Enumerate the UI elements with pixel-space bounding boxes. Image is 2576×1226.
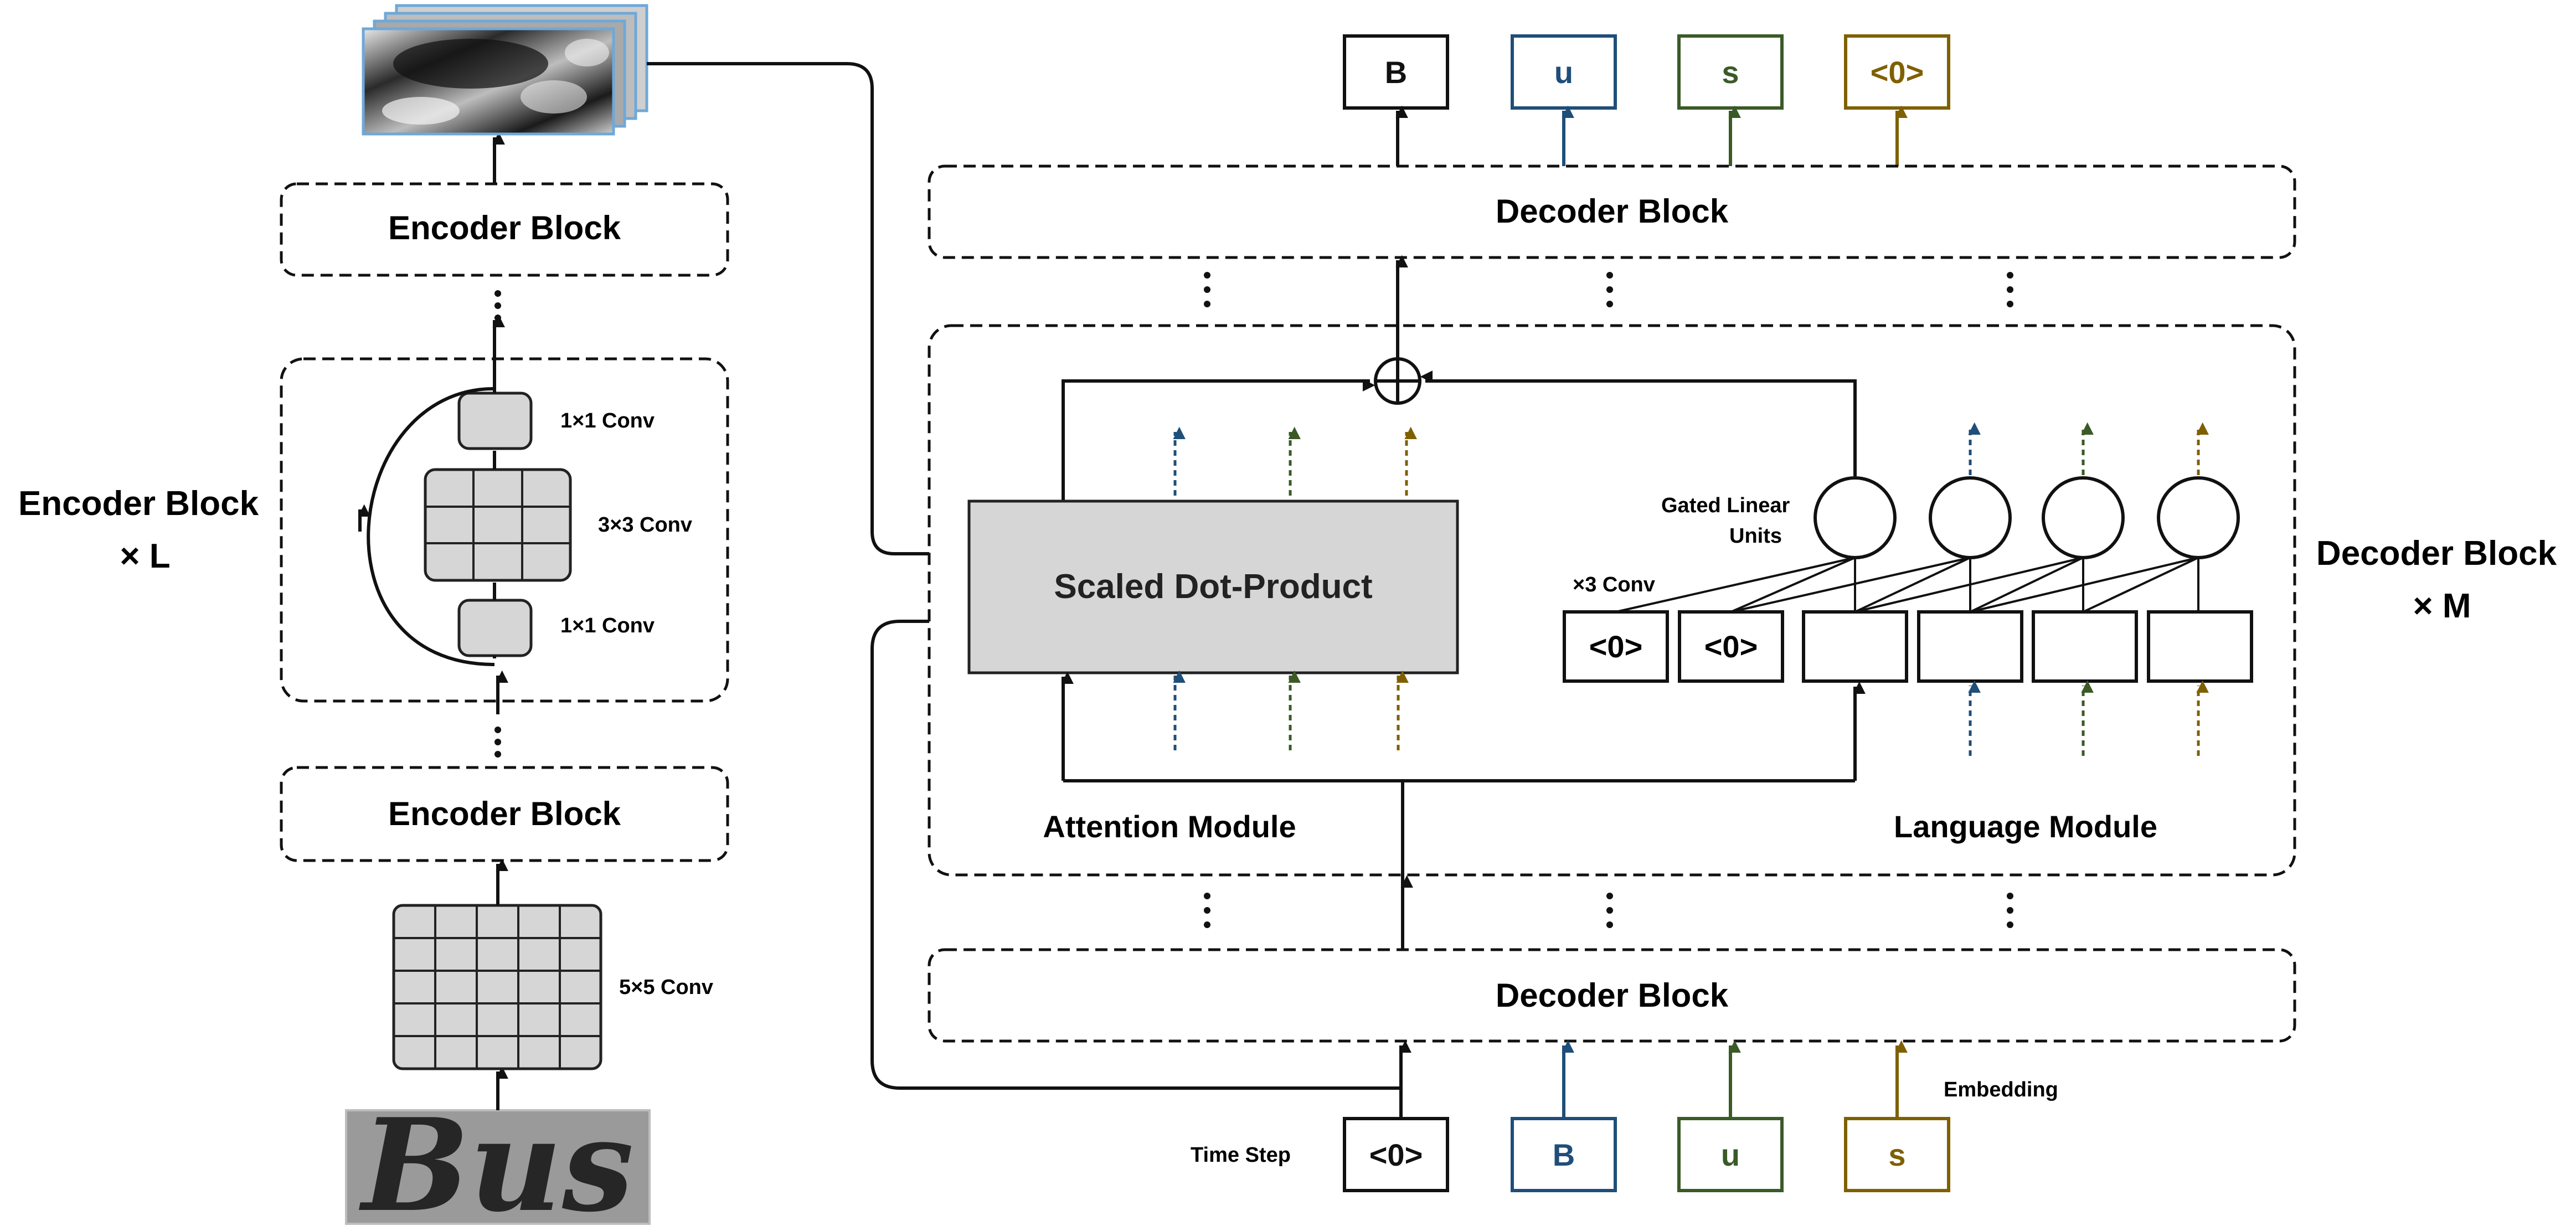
sequence-slot-3	[2032, 610, 2138, 683]
glu-label-line1: Gated Linear	[1661, 494, 1790, 517]
encoder-block-top	[280, 182, 729, 277]
sequence-slot-2	[1917, 610, 2023, 683]
language-to-sum	[1420, 370, 1857, 476]
input-image-text: Bus	[358, 1091, 633, 1226]
sum-node	[1374, 357, 1421, 405]
encoder-ellipsis-lower	[494, 727, 501, 758]
input-token-1-label: <0>	[1369, 1137, 1423, 1172]
glu-unit-4	[2157, 476, 2240, 559]
conv-1x1-bottom-label: 1×1 Conv	[560, 614, 655, 637]
encoder-repeat-label: Encoder Block	[18, 485, 259, 523]
input-token-1	[1343, 1117, 1449, 1192]
sequence-slot-1	[1802, 610, 1908, 683]
conv-1x1-bottom	[457, 599, 533, 657]
glu-unit-3	[2042, 476, 2125, 559]
input-token-4-label: s	[1888, 1137, 1905, 1172]
encoder-ellipsis-upper	[494, 290, 501, 321]
pad-token-1-label: <0>	[1589, 629, 1643, 664]
language-module-label: Language Module	[1894, 809, 2157, 844]
conv-connections	[1615, 557, 2199, 613]
conv-3x3-kernel	[424, 468, 572, 582]
decoder-block-expanded	[928, 324, 2296, 877]
decoder-ellipsis-lower	[1204, 893, 2013, 928]
glu-label-line2: Units	[1729, 524, 1782, 548]
conv-5x5-kernel	[392, 904, 602, 1070]
input-token-2	[1511, 1117, 1617, 1192]
input-token-3	[1677, 1117, 1784, 1192]
residual-connection	[367, 387, 495, 666]
time-step-label: Time Step	[1191, 1143, 1291, 1167]
pad-token-1	[1563, 610, 1669, 683]
conv-5x5-label: 5×5 Conv	[619, 976, 713, 999]
decoder-block-top-label: Decoder Block	[1496, 193, 1729, 230]
output-token-3-label: s	[1722, 55, 1739, 90]
conv-1x1-top-label: 1×1 Conv	[560, 409, 655, 432]
decoder-repeat-multiplier: × M	[2413, 587, 2471, 625]
output-token-4-label: <0>	[1871, 55, 1924, 90]
embedding-label: Embedding	[1944, 1078, 2058, 1101]
output-token-1-label: B	[1385, 55, 1407, 90]
attention-module-label: Attention Module	[1043, 809, 1296, 844]
time-step-to-attention	[870, 619, 1401, 1090]
encoder-block-top-label: Encoder Block	[388, 209, 621, 246]
scaled-dot-product-label: Scaled Dot-Product	[1054, 568, 1372, 606]
output-token-2-label: u	[1554, 55, 1573, 90]
input-image: Bus	[345, 1091, 651, 1226]
output-token-4	[1844, 34, 1950, 110]
scaled-dot-product	[967, 499, 1459, 674]
conv-1x1-top	[457, 392, 533, 450]
conv-3x3-label: 3×3 Conv	[598, 513, 692, 537]
input-token-3-label: u	[1721, 1137, 1740, 1172]
encoder-block-bottom	[280, 766, 729, 862]
encoder-output-to-attention	[647, 62, 972, 564]
conv-x3-label: ×3 Conv	[1573, 573, 1655, 596]
decoder-block-bottom-label: Decoder Block	[1496, 977, 1729, 1014]
glu-units	[1813, 476, 2240, 559]
input-token-2-label: B	[1553, 1137, 1575, 1172]
pad-token-2-label: <0>	[1704, 629, 1758, 664]
glu-unit-1	[1813, 476, 1897, 559]
sequence-slot-4	[2147, 610, 2253, 683]
output-token-2	[1511, 34, 1617, 110]
decoder-block-top	[928, 164, 2296, 259]
glu-unit-2	[1929, 476, 2012, 559]
decoder-ellipsis-upper	[1204, 272, 2013, 307]
decoder-repeat-label: Decoder Block	[2316, 534, 2557, 573]
input-token-4	[1844, 1117, 1950, 1192]
attention-to-sum	[1062, 379, 1375, 501]
encoder-repeat-multiplier: × L	[120, 537, 170, 575]
feature-map-stack	[362, 4, 648, 136]
encoder-block-bottom-label: Encoder Block	[388, 795, 621, 832]
decoder-block-bottom	[928, 948, 2296, 1043]
